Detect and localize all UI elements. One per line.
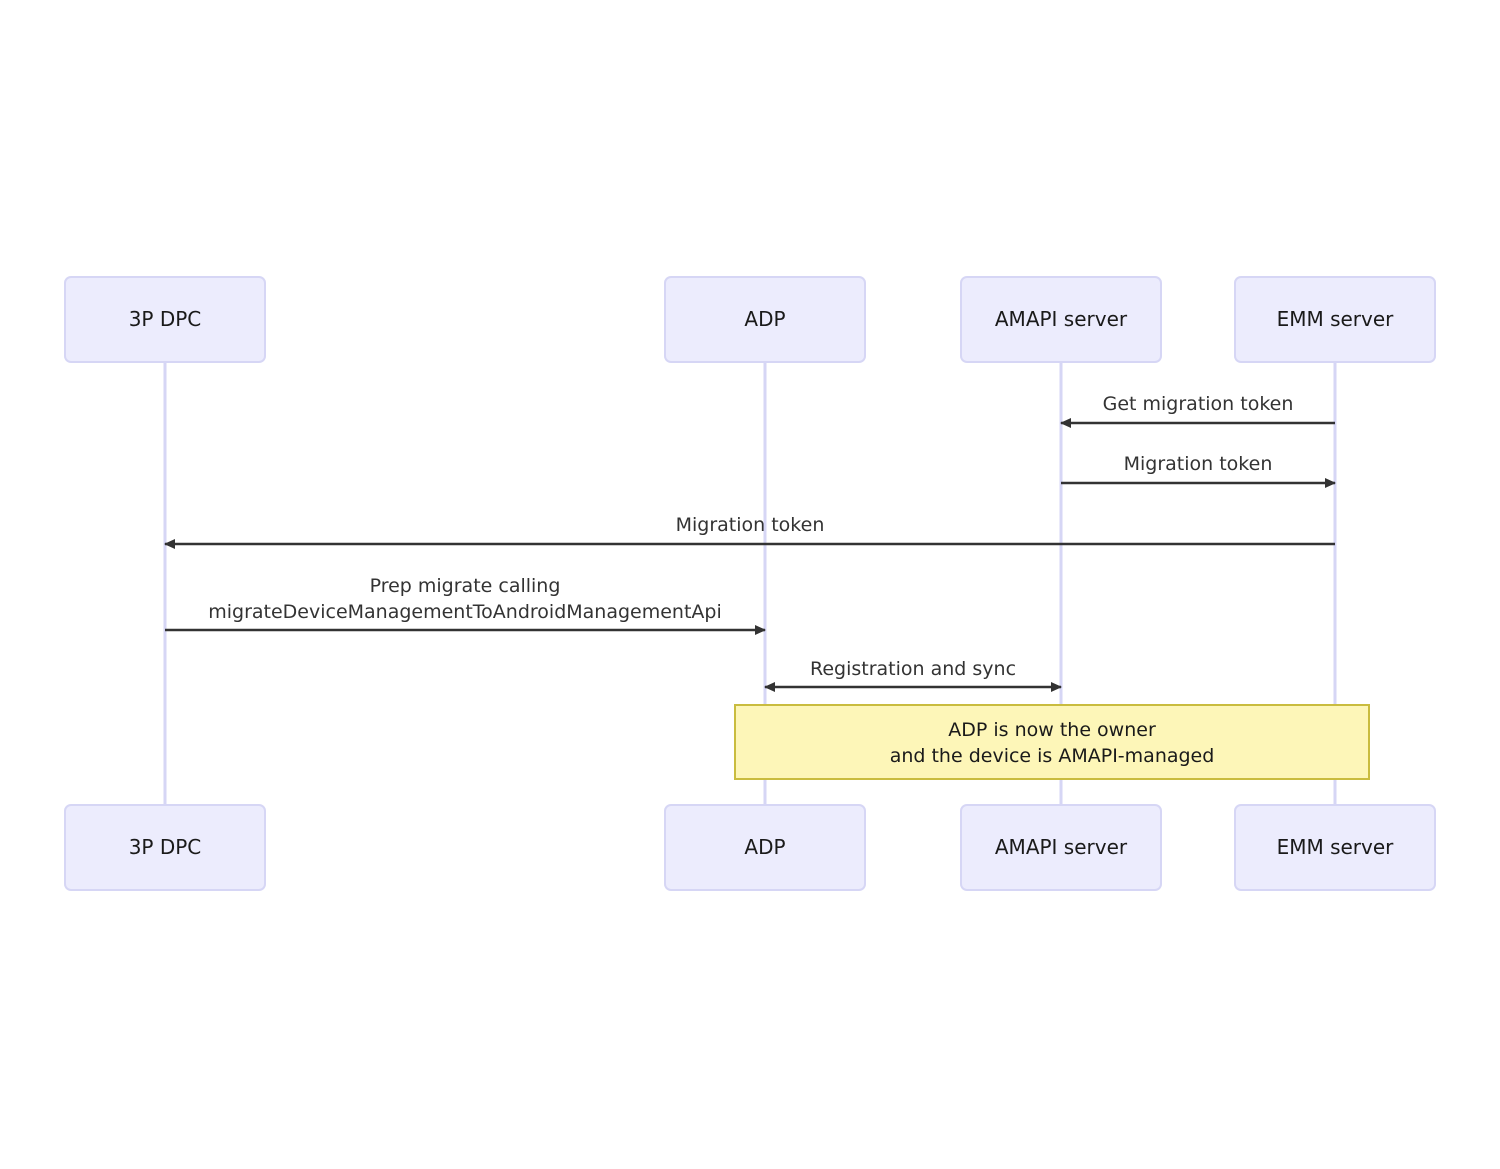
message-label-m3: Migration token [676,514,825,536]
message-label-m4: migrateDeviceManagementToAndroidManageme… [208,601,722,623]
note-box [734,704,1370,780]
actor-box-adp-bottom[interactable] [664,804,866,891]
actor-label-dpc-top: 3P DPC [129,307,202,331]
actor-label-amapi-top: AMAPI server [995,307,1128,331]
note-text-line: ADP is now the owner [948,719,1156,741]
note-text-line: and the device is AMAPI-managed [890,745,1215,767]
actor-box-dpc-bottom[interactable] [64,804,266,891]
message-label-m1: Get migration token [1103,393,1294,415]
actor-box-amapi-bottom[interactable] [960,804,1162,891]
actor-label-emm-bottom: EMM server [1277,835,1395,859]
message-label-m4: Prep migrate calling [370,575,561,597]
actor-label-amapi-bottom: AMAPI server [995,835,1128,859]
message-label-m5: Registration and sync [810,658,1016,680]
actor-box-dpc-top[interactable] [64,276,266,363]
actor-box-emm-top[interactable] [1234,276,1436,363]
actor-label-adp-bottom: ADP [744,835,785,859]
actor-box-emm-bottom[interactable] [1234,804,1436,891]
actor-label-emm-top: EMM server [1277,307,1395,331]
actor-label-adp-top: ADP [744,307,785,331]
actor-box-adp-top[interactable] [664,276,866,363]
notes-layer: ADP is now the owner and the device is AM… [734,704,1370,780]
actor-box-amapi-top[interactable] [960,276,1162,363]
actor-label-dpc-bottom: 3P DPC [129,835,202,859]
message-label-m2: Migration token [1124,453,1273,475]
